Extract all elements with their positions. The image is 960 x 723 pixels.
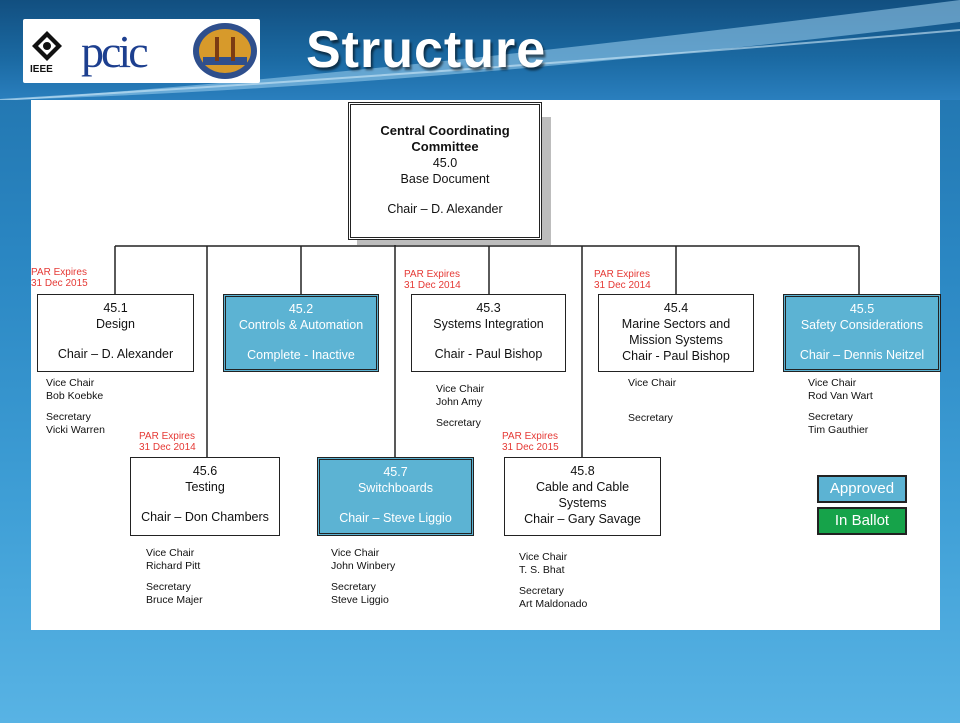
ieee-logo-text: IEEE	[30, 64, 53, 75]
node-chair: Chair - Paul Bishop	[622, 349, 730, 363]
node-number: 45.2	[288, 302, 314, 316]
node-45-1-box: 45.1 Design Chair – D. Alexander	[37, 294, 194, 372]
node-45-3-box: 45.3 Systems Integration Chair - Paul Bi…	[411, 294, 566, 372]
central-title-line1: Central Coordinating	[380, 123, 510, 138]
central-subtitle: Base Document	[400, 172, 490, 186]
node-name: Design	[96, 317, 135, 331]
node-45-7-box: 45.7 Switchboards Chair – Steve Liggio	[317, 457, 474, 536]
node-number: 45.8	[570, 464, 595, 478]
node-chair: Chair – Steve Liggio	[339, 511, 452, 525]
node-number: 45.7	[383, 465, 408, 479]
node-name-line2: Systems	[558, 496, 607, 510]
node-chair: Chair – Dennis Neitzel	[799, 348, 925, 362]
node-45-6-box: 45.6 Testing Chair – Don Chambers	[130, 457, 280, 536]
logo-strip: IEEE pcic	[23, 19, 260, 83]
pcic-logo: pcic	[81, 26, 149, 77]
node-name: Systems Integration	[433, 317, 544, 331]
node-number: 45.4	[663, 301, 689, 315]
org-chart-panel: Central Coordinating Committee 45.0 Base…	[31, 100, 941, 630]
ieee-logo-icon	[32, 31, 62, 61]
node-name: Testing	[185, 480, 225, 494]
node-45-8-box: 45.8 Cable and Cable Systems Chair – Gar…	[504, 457, 661, 536]
node-45-5-box: 45.5 Safety Considerations Chair – Denni…	[783, 294, 941, 372]
node-chair: Chair - Paul Bishop	[434, 347, 543, 361]
central-title-line2: Committee	[411, 139, 479, 154]
legend-in-ballot: In Ballot	[817, 507, 907, 535]
node-number: 45.5	[849, 302, 875, 316]
node-name: Switchboards	[357, 481, 434, 495]
slide-title: Structure	[306, 21, 547, 79]
node-number: 45.1	[103, 301, 128, 315]
node-name: Controls & Automation	[238, 318, 364, 332]
node-45-2-box: 45.2 Controls & Automation Complete - In…	[223, 294, 379, 372]
legend-approved: Approved	[817, 475, 907, 503]
header-swoosh	[0, 0, 960, 100]
node-number: 45.3	[476, 301, 501, 315]
central-chair: Chair – D. Alexander	[387, 202, 503, 216]
central-number: 45.0	[432, 156, 458, 170]
node-chair: Chair – Don Chambers	[141, 510, 269, 524]
san-francisco-seal-icon	[193, 23, 257, 79]
node-chair: Chair – D. Alexander	[57, 347, 174, 361]
node-chair: Chair – Gary Savage	[524, 512, 641, 526]
node-status: Complete - Inactive	[247, 348, 355, 362]
node-name-line1: Marine Sectors and	[621, 317, 731, 331]
node-45-4-box: 45.4 Marine Sectors and Mission Systems …	[598, 294, 754, 372]
central-coordinating-committee-box: Central Coordinating Committee 45.0 Base…	[348, 102, 542, 240]
node-number: 45.6	[192, 464, 218, 478]
node-45-4-officers: Vice Chair Secretary	[628, 377, 677, 424]
node-name-line2: Mission Systems	[629, 333, 723, 347]
node-name-line1: Cable and Cable	[535, 480, 630, 494]
node-name: Safety Considerations	[800, 318, 924, 332]
